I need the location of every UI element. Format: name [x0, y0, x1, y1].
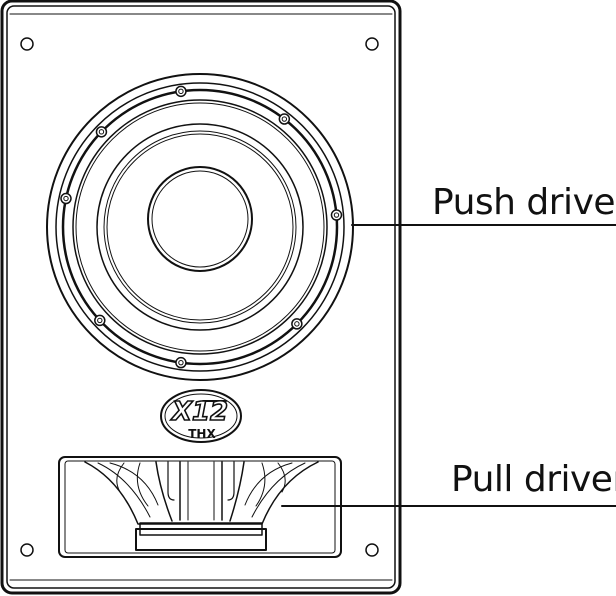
- mounting-bolt: [175, 356, 187, 369]
- mounting-bolt: [330, 209, 343, 221]
- badge-model-text: X12: [170, 397, 228, 427]
- mounting-bolt-head: [178, 359, 184, 366]
- mounting-bolt: [175, 85, 187, 98]
- mounting-bolt-head: [97, 317, 103, 324]
- top-left-screw: [20, 37, 34, 51]
- mounting-bolt-head: [294, 321, 300, 327]
- push-driver-label: Push driver: [432, 182, 616, 223]
- pull-driver-label: Pull driver: [451, 459, 616, 500]
- push-driver: [46, 73, 354, 381]
- mounting-bolt: [278, 113, 291, 125]
- mounting-bolt-head: [63, 195, 69, 202]
- badge-certification-text: THX: [188, 427, 216, 441]
- mounting-bolt-head: [281, 116, 288, 122]
- mounting-bolt: [95, 126, 108, 138]
- bottom-left-screw: [20, 543, 34, 557]
- push-driver-mounting-bolts: [60, 85, 343, 369]
- bottom-right-screw: [365, 543, 379, 557]
- thx-badge: [160, 389, 242, 443]
- mounting-bolt-head: [178, 88, 184, 95]
- top-right-screw: [365, 37, 379, 51]
- mounting-bolt-head: [98, 129, 105, 135]
- mounting-bolt: [291, 318, 303, 330]
- mounting-bolt: [60, 192, 72, 205]
- mounting-bolt-head: [333, 212, 340, 218]
- speaker-cabinet: [0, 0, 402, 595]
- mounting-bolt: [94, 314, 106, 327]
- push-driver-dust-cap: [147, 166, 253, 272]
